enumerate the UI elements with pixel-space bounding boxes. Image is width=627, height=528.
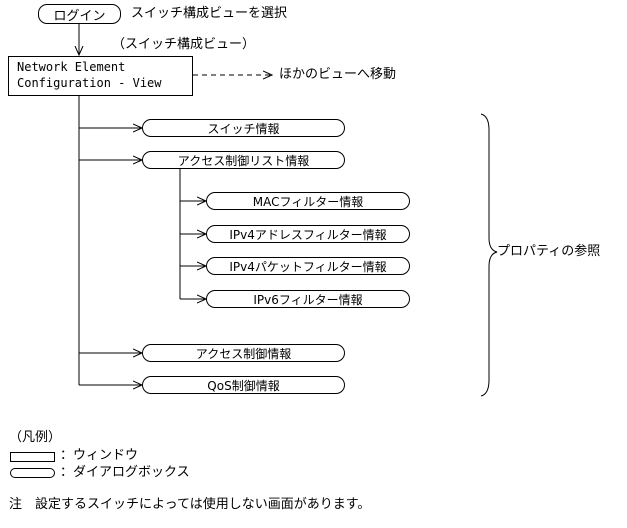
access-ctrl-info-dialog: アクセス制御情報 — [142, 344, 345, 362]
qos-ctrl-info-label: QoS制御情報 — [207, 378, 280, 393]
ipv4-packet-filter-label: IPv4パケットフィルター情報 — [229, 259, 387, 274]
ipv6-filter-label: IPv6フィルター情報 — [253, 292, 363, 307]
legend-window-text: ：ウィンドウ — [60, 448, 139, 463]
footnote: 注 設定するスイッチによっては使用しない画面があります。 — [9, 497, 371, 512]
acl-info-dialog: アクセス制御リスト情報 — [142, 151, 345, 169]
properties-reference-text: プロパティの参照 — [497, 244, 601, 259]
properties-brace — [480, 113, 498, 397]
login-screen: ログイン — [38, 4, 121, 24]
other-view-text: ほかのビューへ移動 — [279, 67, 397, 82]
ipv4-packet-filter-dialog: IPv4パケットフィルター情報 — [206, 257, 410, 275]
ipv4-addr-filter-dialog: IPv4アドレスフィルター情報 — [206, 225, 410, 243]
access-ctrl-info-label: アクセス制御情報 — [195, 346, 292, 361]
switch-info-label: スイッチ情報 — [207, 121, 280, 136]
mac-filter-label: MACフィルター情報 — [252, 194, 364, 209]
select-view-text: スイッチ構成ビューを選択 — [131, 6, 288, 21]
acl-info-label: アクセス制御リスト情報 — [177, 153, 310, 168]
window-title-line1: Network Element — [17, 60, 126, 74]
mac-filter-dialog: MACフィルター情報 — [206, 192, 410, 210]
ipv4-addr-filter-label: IPv4アドレスフィルター情報 — [229, 227, 387, 242]
login-label: ログイン — [53, 8, 106, 24]
view-caption: （スイッチ構成ビュー） — [112, 37, 256, 52]
network-element-config-window: Network Element Configuration - View — [8, 56, 193, 96]
legend-dialog-text: ：ダイアログボックス — [60, 465, 190, 480]
window-title-line2: Configuration - View — [17, 76, 162, 90]
legend-window-swatch — [10, 452, 55, 462]
qos-ctrl-info-dialog: QoS制御情報 — [142, 376, 345, 394]
switch-info-dialog: スイッチ情報 — [142, 119, 345, 137]
legend-title: （凡例） — [9, 430, 62, 445]
legend-dialog-swatch — [10, 468, 55, 478]
ipv6-filter-dialog: IPv6フィルター情報 — [206, 290, 410, 308]
